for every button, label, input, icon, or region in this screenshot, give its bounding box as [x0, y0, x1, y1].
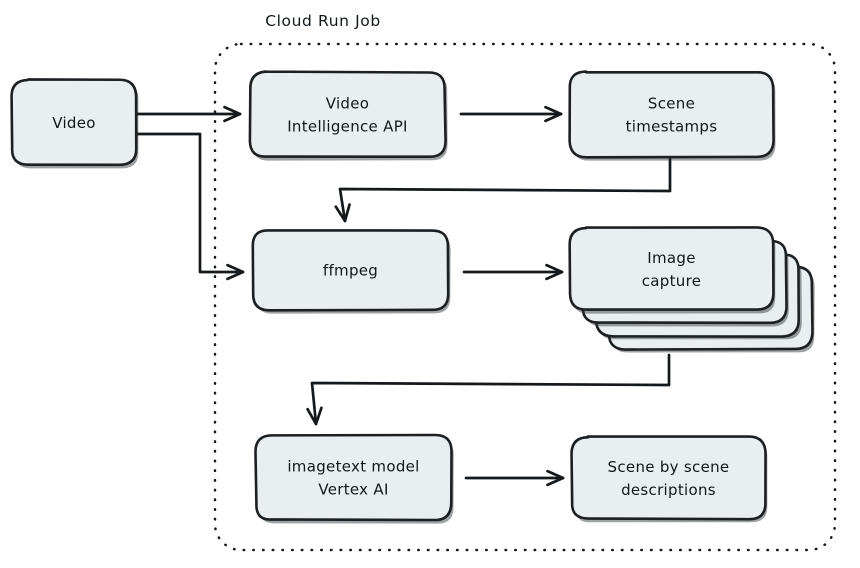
connector-line	[138, 134, 243, 272]
node-label: imagetext model	[287, 458, 419, 476]
ffmpeg-node[interactable]: ffmpeg	[253, 230, 451, 313]
node-label: Video	[326, 95, 370, 113]
group-title-label: Cloud Run Job	[265, 12, 381, 30]
node-label: timestamps	[626, 118, 718, 136]
connector-image-capture-to-imagetext-model	[308, 355, 669, 424]
connector-line	[312, 355, 669, 424]
node-label: capture	[642, 272, 702, 290]
connector-ffmpeg-to-image-capture	[464, 265, 562, 279]
node-shape	[255, 435, 451, 520]
connector-line	[340, 159, 670, 221]
node-label: Scene	[648, 95, 695, 113]
image-capture-node[interactable]: Image capture	[570, 227, 815, 352]
scene-descriptions-node[interactable]: Scene by scene descriptions	[572, 437, 768, 523]
connector-video-intelligence-api-to-scene-timestamps	[461, 107, 561, 121]
connector-video-to-video-intelligence-api	[138, 107, 240, 121]
connector-video-to-ffmpeg	[138, 134, 243, 279]
scene-timestamps-node[interactable]: Scene timestamps	[570, 72, 776, 161]
node-layer: VideoVideoIntelligence APIScenetimestamp…	[12, 72, 815, 524]
node-label: Intelligence API	[287, 118, 408, 136]
imagetext-model-node[interactable]: imagetext modelVertex AI	[255, 435, 453, 524]
node-shape	[570, 227, 774, 309]
node-label: Vertex AI	[318, 481, 388, 499]
connector-scene-timestamps-to-ffmpeg	[336, 159, 670, 221]
video-intelligence-api-node[interactable]: VideoIntelligence API	[250, 72, 448, 161]
node-shape	[570, 72, 774, 158]
node-label: descriptions	[621, 481, 716, 499]
node-label: Image	[647, 249, 695, 267]
node-shape	[572, 437, 766, 520]
node-label: Scene by scene	[608, 458, 730, 476]
node-label: ffmpeg	[323, 262, 378, 280]
node-label: Video	[52, 114, 96, 132]
node-shape	[250, 72, 446, 157]
connector-imagetext-model-to-scene-descriptions	[466, 471, 563, 485]
video-node[interactable]: Video	[12, 79, 139, 168]
